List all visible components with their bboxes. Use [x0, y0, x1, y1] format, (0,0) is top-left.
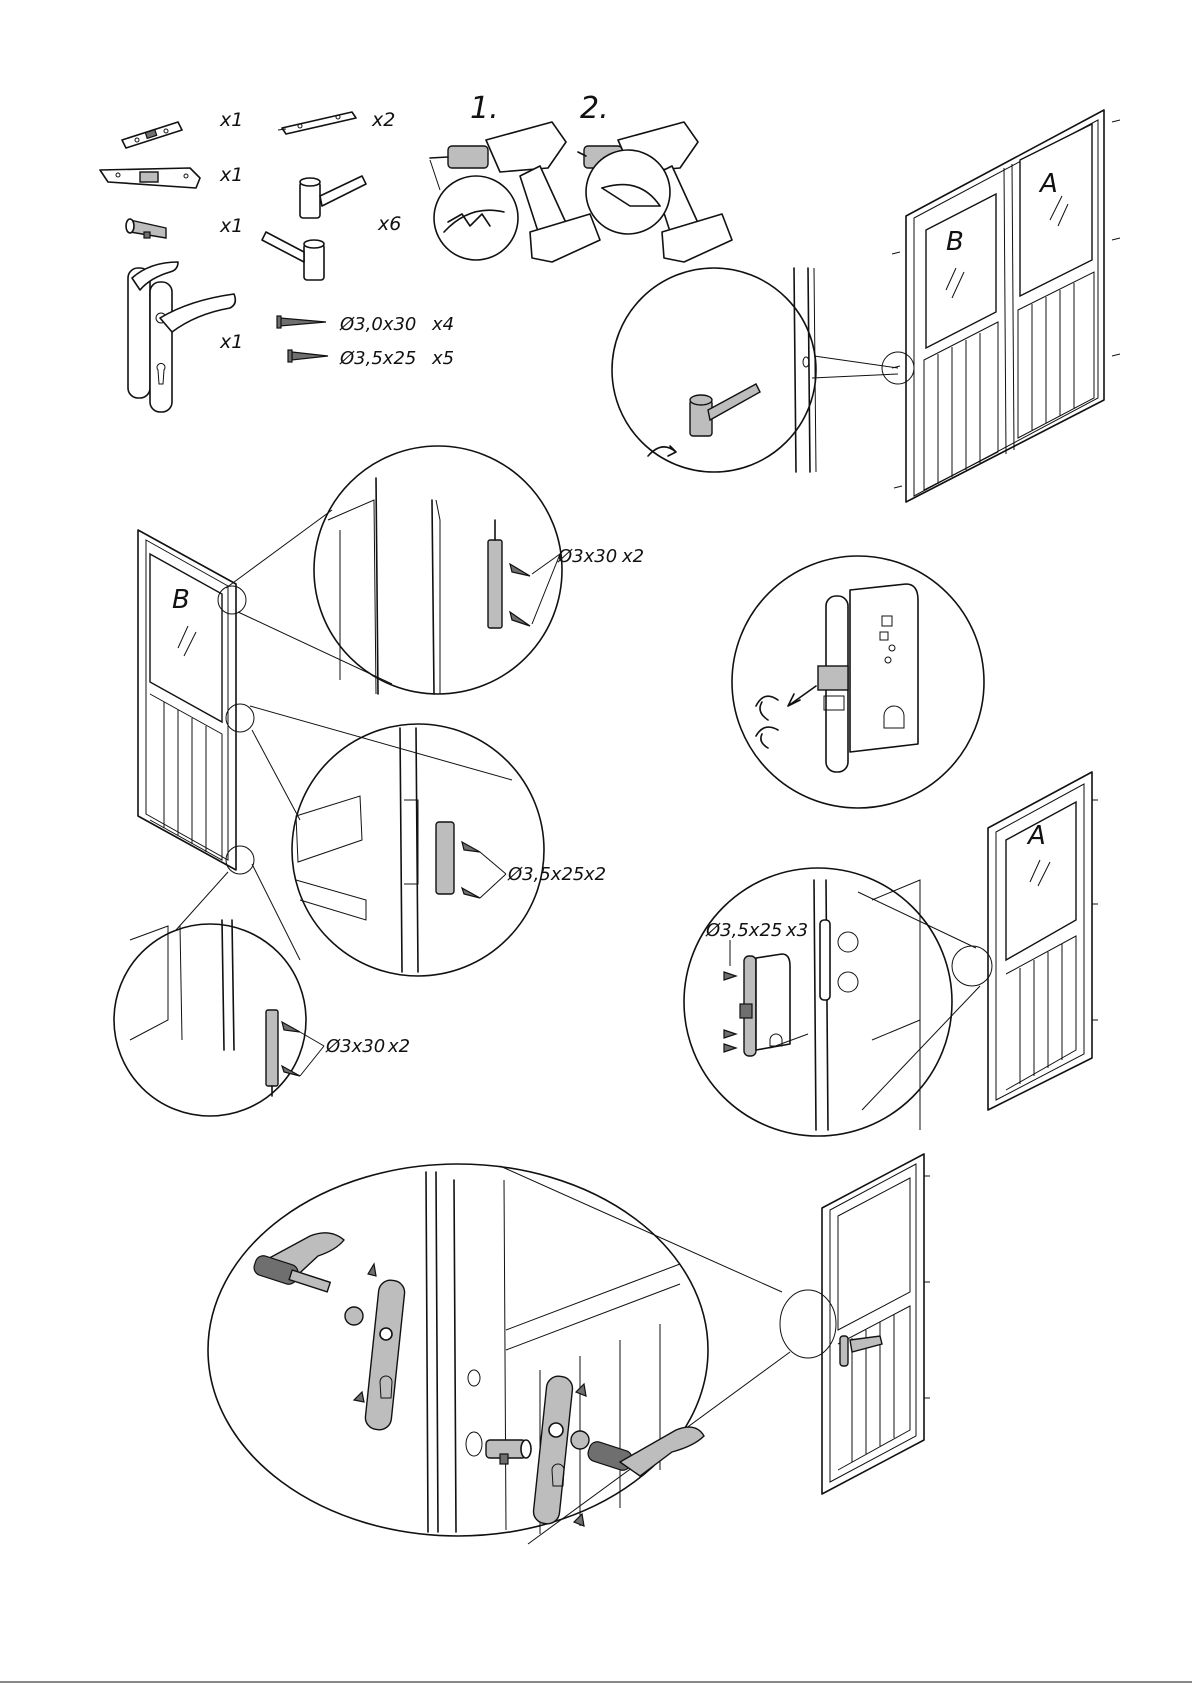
bottom-bolt-detail-icon	[266, 1010, 278, 1096]
double-door-leaf-a: A	[1038, 169, 1058, 199]
door-a-label: A	[1026, 821, 1046, 851]
hinge-pin-qty: x6	[377, 213, 401, 235]
strike-plate-part	[100, 168, 200, 188]
lock-faceplate-qty: x1	[219, 109, 243, 131]
handle-install-step	[208, 1154, 930, 1544]
double-door-hinge-step: B A	[612, 110, 1120, 502]
tool-step-1: 1.	[470, 91, 499, 126]
door-b-bolts-step: B Ø3x30 x2	[114, 446, 644, 1116]
lock-body-install-icon	[740, 954, 790, 1056]
screw-b-spec: Ø3,5x25	[339, 348, 416, 369]
screw-a-qty: x4	[431, 314, 454, 335]
bottom-bolt-qty: x2	[387, 1036, 410, 1057]
screw-a-part	[277, 316, 326, 328]
screw-b-qty: x5	[431, 348, 454, 369]
tools: 1. 2.	[430, 91, 732, 262]
screwdriver-drill-icon	[578, 122, 732, 262]
screw-a-spec: Ø3,0x30	[339, 314, 416, 335]
screw-b-part	[288, 350, 328, 362]
cylinder-part	[126, 219, 166, 238]
strike-qty: x2	[583, 864, 606, 885]
lock-body-qty: x3	[785, 920, 808, 941]
strike-spec: Ø3,5x25	[507, 864, 584, 885]
lock-body-detail	[732, 556, 984, 808]
parts-list: x1 x2 x1 x1 x6	[100, 109, 454, 412]
lock-faceplate-part	[122, 122, 182, 148]
top-bolt-qty: x2	[621, 546, 644, 567]
double-door-leaf-b: B	[946, 227, 964, 257]
top-bolt-spec: Ø3x30	[557, 546, 617, 567]
door-a-lock-step: A Ø3,5x25 x3	[684, 772, 1098, 1136]
bottom-bolt-spec: Ø3x30	[325, 1036, 385, 1057]
bolt-part	[278, 112, 356, 134]
hinge-pin-part	[262, 176, 366, 280]
door-b-label: B	[172, 585, 190, 615]
strike-plate-qty: x1	[219, 164, 243, 186]
tool-step-2: 2.	[580, 91, 609, 126]
cylinder-qty: x1	[219, 215, 243, 237]
bolt-qty: x2	[371, 109, 395, 131]
drill-bit-drill-icon	[430, 122, 600, 262]
lock-body-spec: Ø3,5x25	[705, 920, 782, 941]
handle-set-qty: x1	[219, 331, 243, 353]
